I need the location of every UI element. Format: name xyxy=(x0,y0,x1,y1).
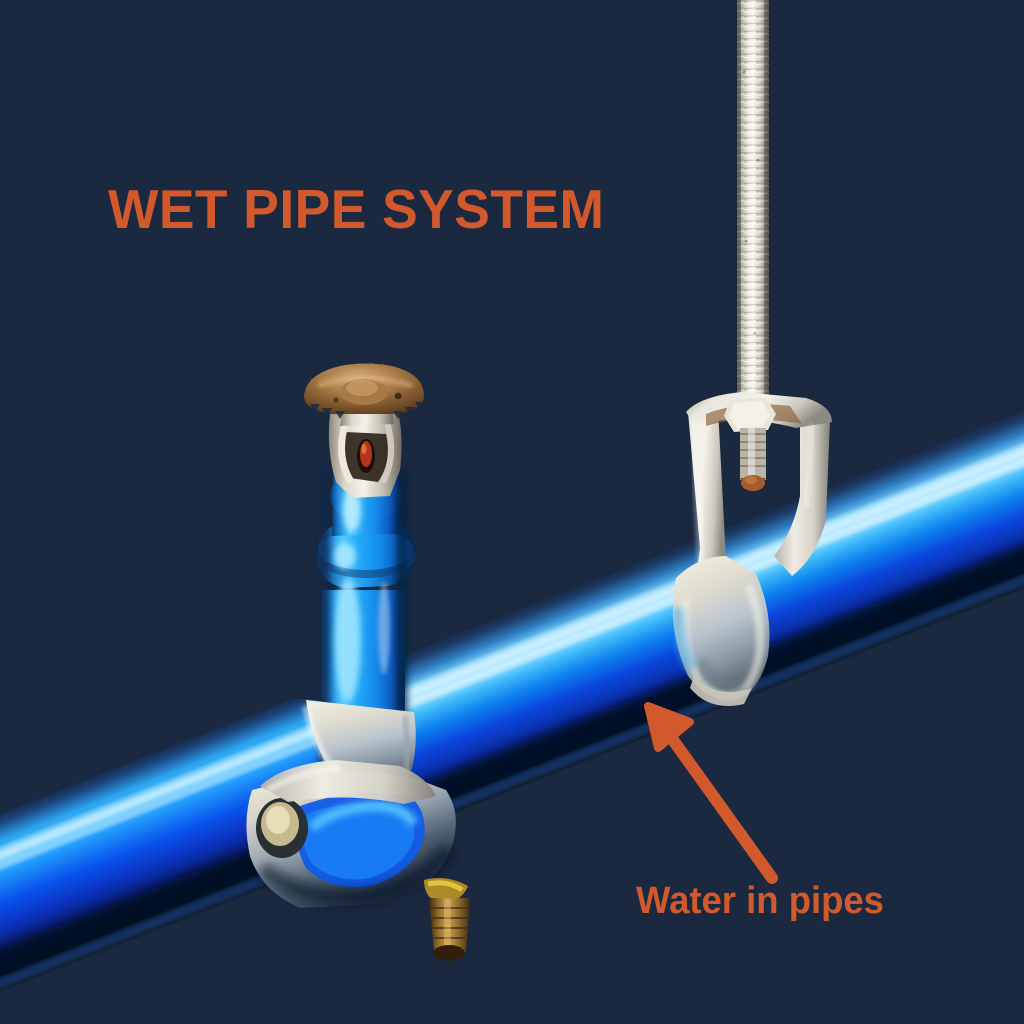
sprinkler-deflector xyxy=(304,362,425,419)
tee-drain-bolt xyxy=(429,898,470,961)
hanger-strap-band xyxy=(670,556,770,706)
main-water-pipe xyxy=(0,346,1024,1024)
page-title: WET PIPE SYSTEM xyxy=(108,178,605,240)
pipe-hanger-clevis xyxy=(678,392,832,632)
threaded-hanger-rod xyxy=(737,0,769,422)
mechanical-tee-clamp xyxy=(246,760,468,908)
callout-label: Water in pipes xyxy=(636,880,884,922)
